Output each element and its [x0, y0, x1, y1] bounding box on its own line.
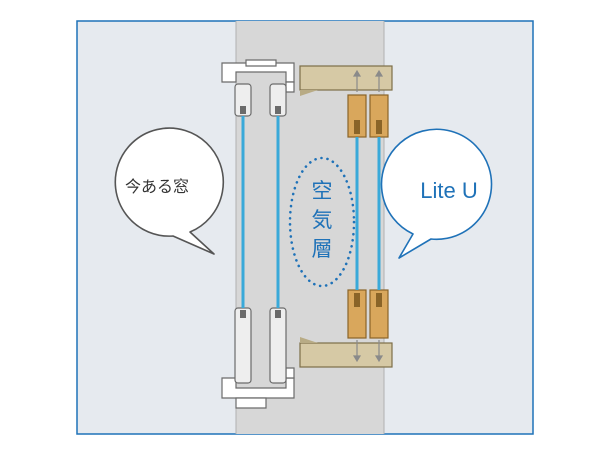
existing-sash-left-bottom	[234, 307, 252, 384]
existing-window-bubble	[114, 127, 225, 255]
lite-u-sash-left-top	[347, 94, 367, 138]
air-layer-ellipse	[288, 156, 356, 288]
existing-window-label: 今ある窓	[125, 177, 189, 196]
existing-sash-right-top	[269, 83, 287, 117]
lite-u-frame-top	[299, 65, 393, 96]
lite-u-sash-right-bottom	[369, 289, 389, 339]
lite-u-sash-right-top	[369, 94, 389, 138]
lite-u-frame-bottom	[299, 337, 393, 368]
air-layer-char-3: 層	[312, 237, 333, 261]
existing-frame-bottom	[221, 367, 295, 409]
existing-frame-top	[221, 59, 295, 93]
air-layer-char-1: 空	[312, 179, 333, 203]
existing-sash-left-top	[234, 83, 252, 117]
existing-sash-right-bottom	[269, 307, 287, 384]
air-layer-char-2: 気	[312, 208, 333, 232]
lite-u-sash-left-bottom	[347, 289, 367, 339]
sliding-arrow-icons	[352, 69, 384, 363]
lite-u-label: Lite U	[420, 178, 477, 203]
lite-u-bubble	[380, 128, 493, 259]
